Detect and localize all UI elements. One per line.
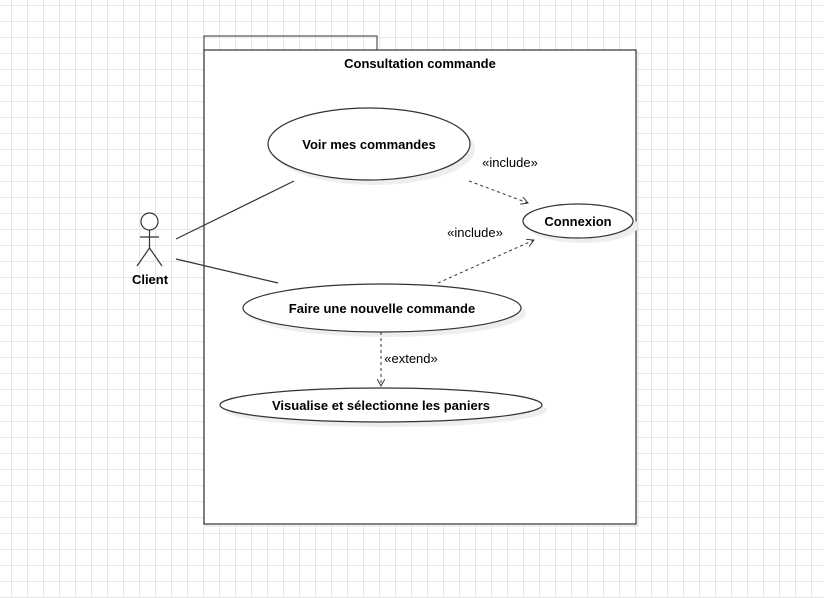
use-case-visualise-paniers[interactable]: Visualise et sélectionne les paniers — [219, 387, 547, 427]
use-case-ellipse — [522, 203, 634, 239]
association-line-nouvelle-commande[interactable] — [175, 258, 279, 284]
use-case-connexion[interactable]: Connexion — [522, 203, 638, 243]
use-case-label: Visualise et sélectionne les paniers — [272, 398, 490, 413]
use-case-ellipse — [242, 283, 522, 333]
include-label: «include» — [447, 225, 503, 240]
use-case-ellipse — [219, 387, 543, 423]
use-case-label: Connexion — [544, 214, 611, 229]
use-case-label: Voir mes commandes — [302, 137, 435, 152]
system-title: Consultation commande — [344, 56, 496, 71]
actor-label: Client — [132, 272, 169, 287]
stick-figure-icon — [136, 212, 163, 267]
system-boundary-tab — [203, 35, 378, 51]
extend-label: «extend» — [384, 351, 438, 366]
use-case-ellipse — [267, 107, 471, 181]
include-relation-nouvelle-connexion[interactable]: «include» — [437, 225, 534, 284]
use-case-label: Faire une nouvelle commande — [289, 301, 475, 316]
actor-client[interactable]: Client — [132, 212, 169, 287]
dashed-arrow — [468, 180, 528, 203]
include-label: «include» — [482, 155, 538, 170]
association-line-voir-commandes[interactable] — [175, 180, 295, 240]
use-case-nouvelle-commande[interactable]: Faire une nouvelle commande — [242, 283, 526, 337]
use-case-voir-commandes[interactable]: Voir mes commandes — [267, 107, 475, 185]
include-relation-voir-connexion[interactable]: «include» — [468, 155, 538, 203]
extend-relation-nouvelle-visualise[interactable]: «extend» — [381, 332, 438, 386]
